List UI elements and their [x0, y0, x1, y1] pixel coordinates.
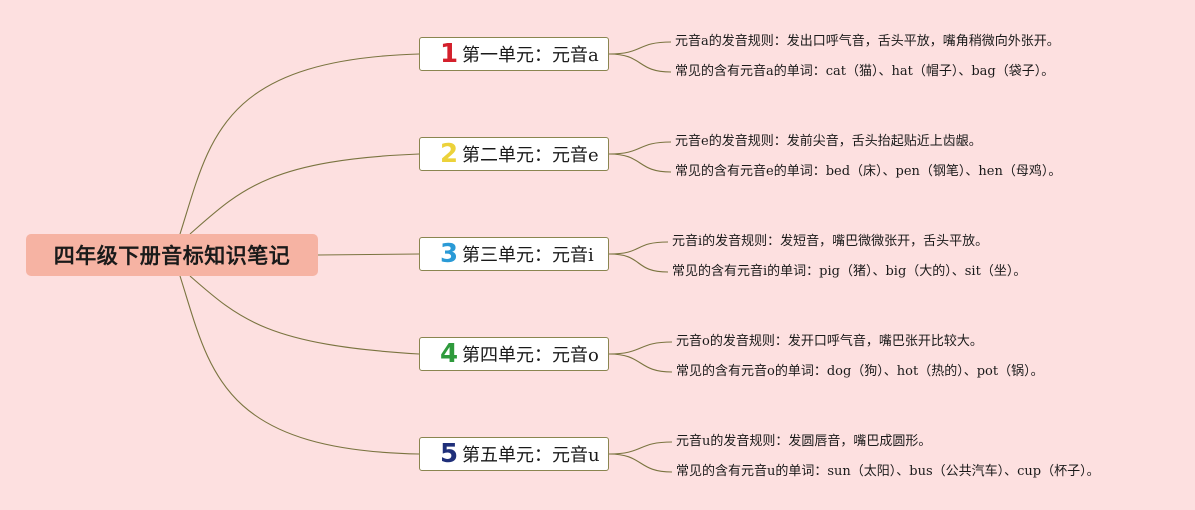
unit-1-rule[interactable]: 元音a的发音规则：发出口呼气音，舌头平放，嘴角稍微向外张开。 [675, 34, 1060, 49]
unit-1-words[interactable]: 常见的含有元音a的单词：cat（猫）、hat（帽子）、bag（袋子）。 [675, 64, 1055, 79]
unit-5-number-badge: 5 [439, 439, 459, 469]
unit-3-number-badge: 3 [439, 239, 459, 269]
link-root-unit-5 [179, 275, 420, 455]
root-title: 四年级下册音标知识笔记 [53, 244, 291, 268]
unit-2-words[interactable]: 常见的含有元音e的单词：bed（床）、pen（钢笔）、hen（母鸡）。 [675, 164, 1062, 179]
unit-2-topic[interactable]: 2 第二单元：元音e [419, 137, 609, 171]
unit-4-words[interactable]: 常见的含有元音o的单词：dog（狗）、hot（热的）、pot（锅）。 [676, 364, 1044, 379]
unit-4-topic[interactable]: 4 第四单元：元音o [419, 337, 609, 371]
link-root-unit-2 [189, 153, 420, 235]
unit-3-topic[interactable]: 3 第三单元：元音i [419, 237, 609, 271]
link-unit-5-rule [608, 441, 673, 455]
link-unit-3-rule [608, 241, 669, 255]
unit-5-label: 第五单元：元音u [462, 445, 600, 466]
unit-4-label: 第四单元：元音o [462, 345, 599, 366]
unit-3-words[interactable]: 常见的含有元音i的单词：pig（猪）、big（大的）、sit（坐）。 [672, 264, 1027, 279]
link-unit-2-words [608, 153, 672, 173]
link-unit-5-words [608, 453, 673, 473]
unit-1-number-badge: 1 [439, 39, 459, 69]
unit-2-number-badge: 2 [439, 139, 459, 169]
link-unit-1-rule [608, 41, 672, 55]
link-unit-4-rule [608, 341, 673, 355]
unit-5-topic[interactable]: 5 第五单元：元音u [419, 437, 609, 471]
unit-2-rule[interactable]: 元音e的发音规则：发前尖音，舌头抬起贴近上齿龈。 [675, 134, 982, 149]
link-root-unit-1 [179, 53, 420, 235]
unit-5-words[interactable]: 常见的含有元音u的单词：sun（太阳）、bus（公共汽车）、cup（杯子）。 [676, 464, 1100, 479]
unit-1-label: 第一单元：元音a [462, 45, 599, 66]
link-unit-3-words [608, 253, 669, 273]
link-root-unit-4 [189, 275, 420, 355]
link-unit-4-words [608, 353, 673, 373]
unit-5-rule[interactable]: 元音u的发音规则：发圆唇音，嘴巴成圆形。 [676, 434, 932, 449]
link-unit-1-words [608, 53, 672, 73]
unit-2-label: 第二单元：元音e [462, 145, 599, 166]
link-root-unit-3 [317, 253, 420, 256]
root-topic[interactable]: 四年级下册音标知识笔记 [26, 234, 318, 276]
unit-3-rule[interactable]: 元音i的发音规则：发短音，嘴巴微微张开，舌头平放。 [672, 234, 989, 249]
link-unit-2-rule [608, 141, 672, 155]
unit-3-label: 第三单元：元音i [462, 245, 594, 266]
unit-4-number-badge: 4 [439, 339, 459, 369]
unit-4-rule[interactable]: 元音o的发音规则：发开口呼气音，嘴巴张开比较大。 [676, 334, 983, 349]
unit-1-topic[interactable]: 1 第一单元：元音a [419, 37, 609, 71]
